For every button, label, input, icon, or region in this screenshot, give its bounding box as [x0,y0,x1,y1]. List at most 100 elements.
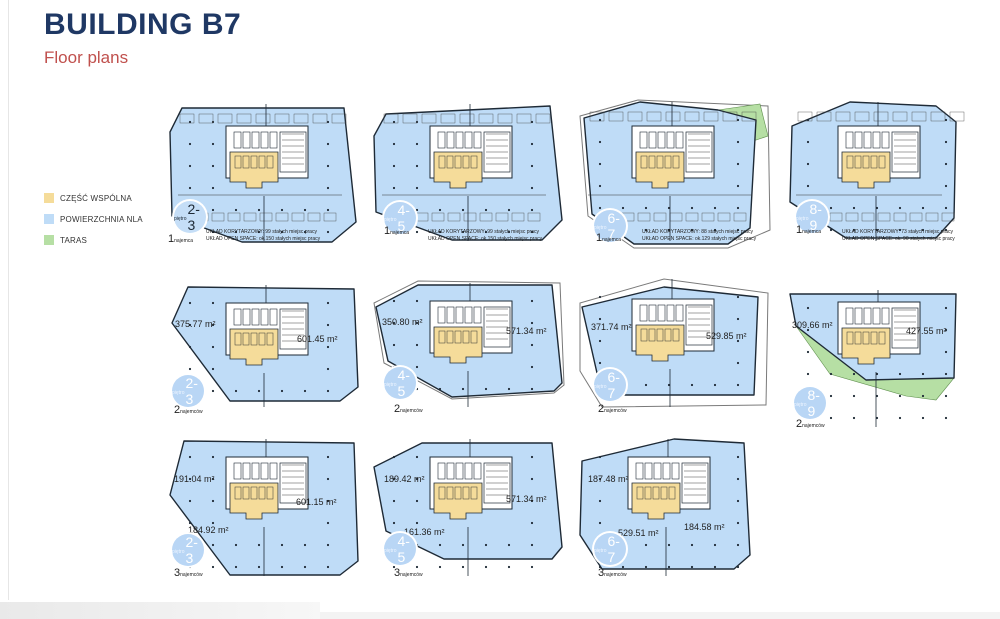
office-room [440,113,456,124]
office-room [911,111,927,122]
stair-unit [242,155,250,169]
column-dot [211,521,215,525]
column-dot [713,206,717,210]
column-dot [234,208,238,212]
column-dot [326,499,330,503]
column-dot [188,499,192,503]
column-dot [598,295,602,299]
column-dot [944,350,948,354]
column-dot [392,455,396,459]
office-room [797,111,813,122]
column-dot [303,543,307,547]
elevator-shaft [666,304,675,322]
column-dot [736,118,740,122]
column-dot [530,477,534,481]
column-dot [211,230,215,234]
column-dot [326,142,330,146]
stair-unit [660,486,668,500]
column-dot [530,142,534,146]
office-room [421,113,437,124]
office-room [383,113,399,124]
column-dot [921,416,925,420]
common-area [841,327,891,365]
stair-unit [870,331,878,345]
column-dot [530,499,534,503]
elevator-shaft [233,462,242,480]
elevator-shaft [455,462,464,480]
stair-unit [648,155,656,169]
stair-unit [854,331,862,345]
office-room [402,113,418,124]
column-dot [211,455,215,459]
elevator-shaft [473,462,482,480]
column-dot [806,162,810,166]
office-room [909,212,923,222]
column-dot [736,477,740,481]
column-dot [898,228,902,232]
legend-swatch-terrace [44,235,54,245]
tenant-count: 2najemców [598,403,627,415]
column-dot [415,477,419,481]
column-dot [461,543,465,547]
capacity-note: UKŁAD KORYTARZOWY: 99 stałych miejsc pra… [206,229,321,242]
column-dot [257,230,261,234]
common-area [433,482,483,520]
staircase [279,308,307,350]
floorplan-drawing [373,104,563,241]
column-dot [326,186,330,190]
stair-unit [446,486,454,500]
column-dot [484,208,488,212]
column-dot [875,372,879,376]
stair-unit [438,330,446,344]
building-core [225,302,309,366]
column-dot [667,206,671,210]
column-dot [944,372,948,376]
column-dot [736,206,740,210]
column-dot [736,140,740,144]
column-dot [438,565,442,569]
column-dot [211,499,215,503]
column-dot [806,328,810,332]
column-dot [852,228,856,232]
stair-unit [242,486,250,500]
office-room [527,212,541,222]
column-dot [234,230,238,234]
office-room [733,212,747,222]
column-dot [326,301,330,305]
office-room [497,113,513,124]
column-dot [257,565,261,569]
column-dot [898,416,902,420]
tenant-partitions [467,439,471,576]
stair-unit [250,155,258,169]
legend-item-common: CZĘŚĆ WSPÓLNA [44,188,143,208]
column-dot [690,543,694,547]
column-dot [944,228,948,232]
column-dot [211,164,215,168]
office-room [479,212,493,222]
column-dot [530,186,534,190]
elevator-shaft [473,306,482,324]
column-dot [392,477,396,481]
stair-unit [878,331,886,345]
column-dot [898,372,902,376]
stair-unit [454,486,462,500]
area-label: 529.51 m² [618,528,659,538]
area-label: 375.77 m² [175,319,216,329]
column-dot [326,521,330,525]
column-dot [530,387,534,391]
column-dot [326,230,330,234]
column-dot [303,208,307,212]
column-dot [598,521,602,525]
column-dot [921,394,925,398]
elevator-shaft [872,131,881,149]
floorplan-drawing [789,290,957,427]
column-dot [621,206,625,210]
area-label: 184.58 m² [684,522,725,532]
column-dot [644,206,648,210]
tenant-partitions [669,279,673,407]
column-dot [736,317,740,321]
column-dot [598,162,602,166]
